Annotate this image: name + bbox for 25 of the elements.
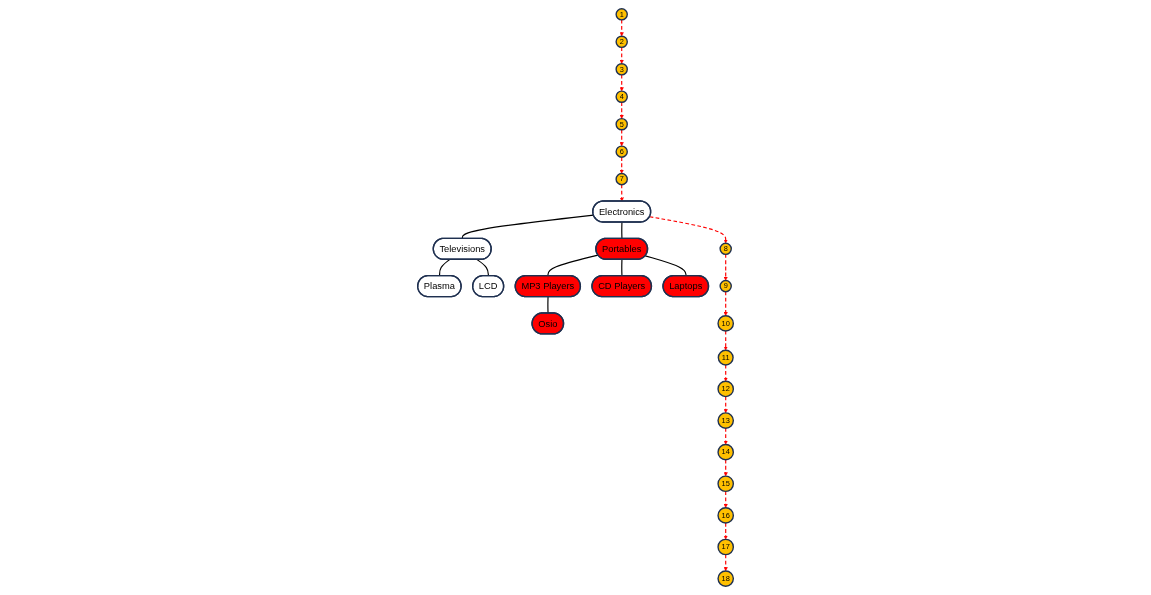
- connector: [438, 258, 451, 277]
- arrow: [619, 129, 624, 147]
- connector: [644, 255, 687, 277]
- arrow: [723, 427, 728, 445]
- arrow: [723, 459, 728, 477]
- arrow: [723, 253, 728, 281]
- arrow: [723, 522, 728, 540]
- connector: [547, 296, 549, 314]
- arrow: [619, 74, 624, 92]
- connector: [547, 254, 599, 277]
- connector: [461, 214, 595, 240]
- arrow: [723, 330, 728, 351]
- arrow: [619, 156, 624, 174]
- connector: [621, 221, 623, 240]
- arrow: [723, 554, 728, 572]
- connector: [476, 258, 489, 277]
- arrow: [619, 46, 624, 64]
- arrow: [723, 490, 728, 508]
- arrow: [619, 184, 624, 202]
- arrow: [723, 291, 728, 316]
- arrow: [723, 396, 728, 414]
- arrow: [619, 101, 624, 119]
- connector: [621, 258, 623, 277]
- arrow: [619, 19, 624, 37]
- arrow: [723, 364, 728, 382]
